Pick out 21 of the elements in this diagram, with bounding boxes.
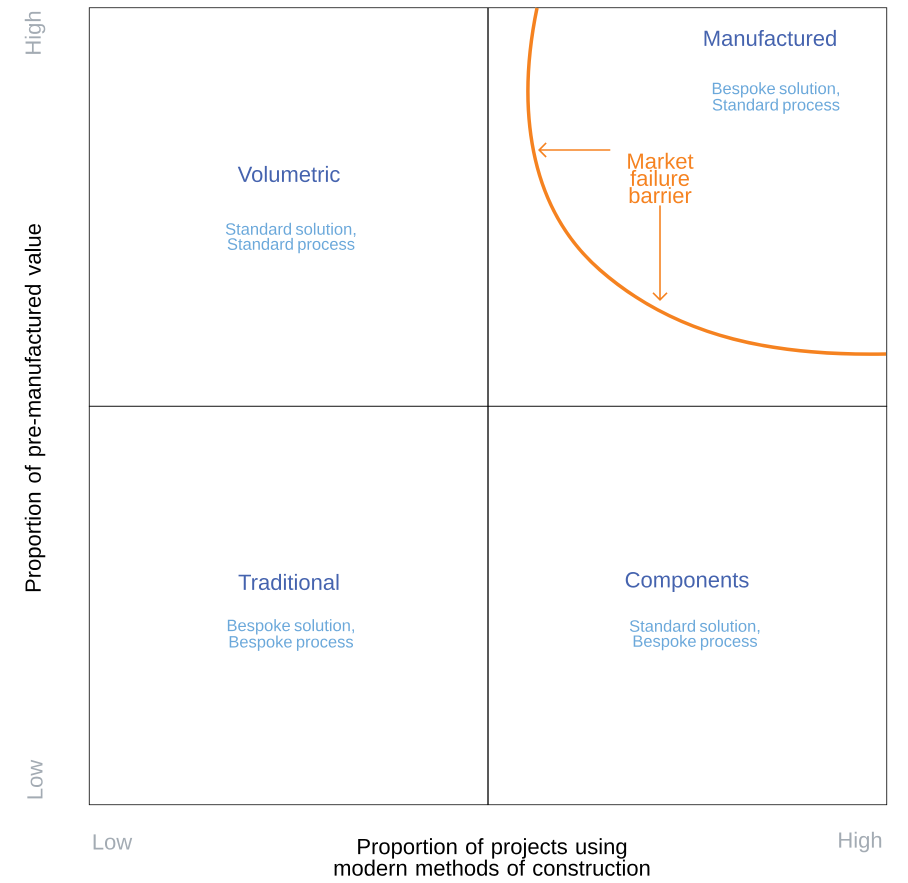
quadrant-box xyxy=(88,406,488,806)
axis-title: Proportion of pre-manufactured value xyxy=(24,224,46,592)
axis-end-label: Low xyxy=(94,834,132,850)
callout-text: Market failure barrier xyxy=(628,152,694,204)
quadrant-heading: Components xyxy=(626,572,749,592)
quadrant-description: Standard solution, Standard process xyxy=(226,222,356,254)
quadrant-heading: Volumetric xyxy=(238,166,340,182)
arrow xyxy=(538,142,610,158)
quadrant-box xyxy=(488,406,888,806)
axis-end-label: High xyxy=(24,12,46,54)
quadrant-description: Bespoke solution, Bespoke process xyxy=(228,619,354,651)
quadrant-description: Bespoke solution, Standard process xyxy=(712,82,840,114)
quadrant-box xyxy=(88,7,488,407)
arrow xyxy=(652,205,668,301)
quadrant-box xyxy=(488,7,888,407)
quadrant-heading: Traditional xyxy=(238,574,338,590)
quadrant-description: Standard solution, Bespoke process xyxy=(630,620,760,650)
axis-end-label: Low xyxy=(27,760,43,798)
quadrant-heading: Manufactured xyxy=(704,30,836,46)
axis-end-label: High xyxy=(839,832,882,852)
axis-title: Proportion of projects using modern methods of construction xyxy=(334,838,650,876)
